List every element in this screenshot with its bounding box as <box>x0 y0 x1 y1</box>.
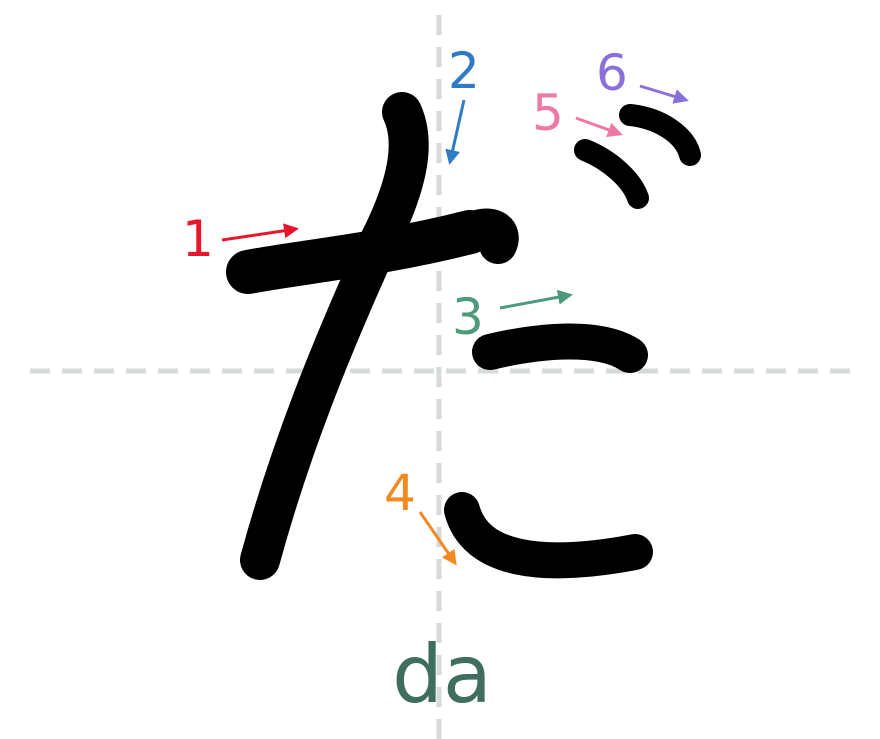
romaji-label: da <box>392 628 492 721</box>
stroke-number-5: 5 <box>532 84 564 142</box>
arrow-6 <box>639 84 689 104</box>
arrow-2 <box>445 99 466 165</box>
arrow-5 <box>575 116 623 137</box>
stroke-number-6: 6 <box>596 44 628 102</box>
stroke-number-2: 2 <box>448 42 480 100</box>
arrow-4 <box>418 511 457 566</box>
stroke-4 <box>444 492 653 579</box>
stroke-number-3: 3 <box>452 288 484 346</box>
stroke-1 <box>226 210 492 294</box>
stroke-6 <box>619 104 701 166</box>
stroke-number-1: 1 <box>182 210 214 268</box>
arrow-3 <box>499 289 573 310</box>
stroke-5 <box>574 139 649 209</box>
stroke-2 <box>240 92 429 580</box>
arrow-1 <box>221 223 299 242</box>
stroke-1-head <box>451 208 519 264</box>
stroke-number-4: 4 <box>384 464 416 522</box>
stroke-3 <box>472 323 648 373</box>
